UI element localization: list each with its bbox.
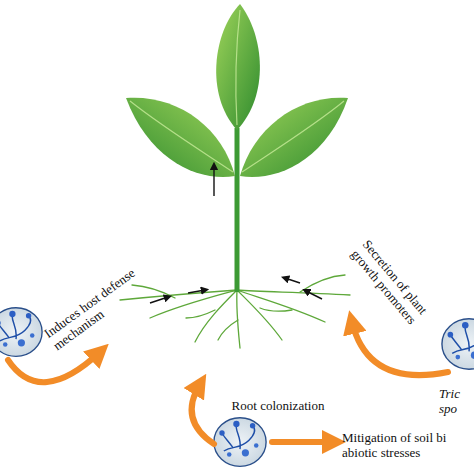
process-label: Secretion of plant growth promoters <box>348 237 443 342</box>
process-label: Mitigation of soil bi abiotic stresses <box>342 431 466 461</box>
fungus-cell <box>214 418 266 467</box>
organism-label: Tric spo <box>439 387 469 417</box>
fungus-cell <box>442 319 474 369</box>
right-leaf <box>240 98 348 177</box>
left-leaf <box>126 98 235 177</box>
flow-arrows <box>150 166 322 303</box>
plant-stem <box>235 128 240 292</box>
fungus-cell <box>0 308 42 357</box>
top-leaf <box>216 4 260 130</box>
leaf-midribs <box>130 10 344 172</box>
process-label: Root colonization <box>208 399 348 414</box>
process-label: Induces host defense mechanism <box>42 258 158 354</box>
